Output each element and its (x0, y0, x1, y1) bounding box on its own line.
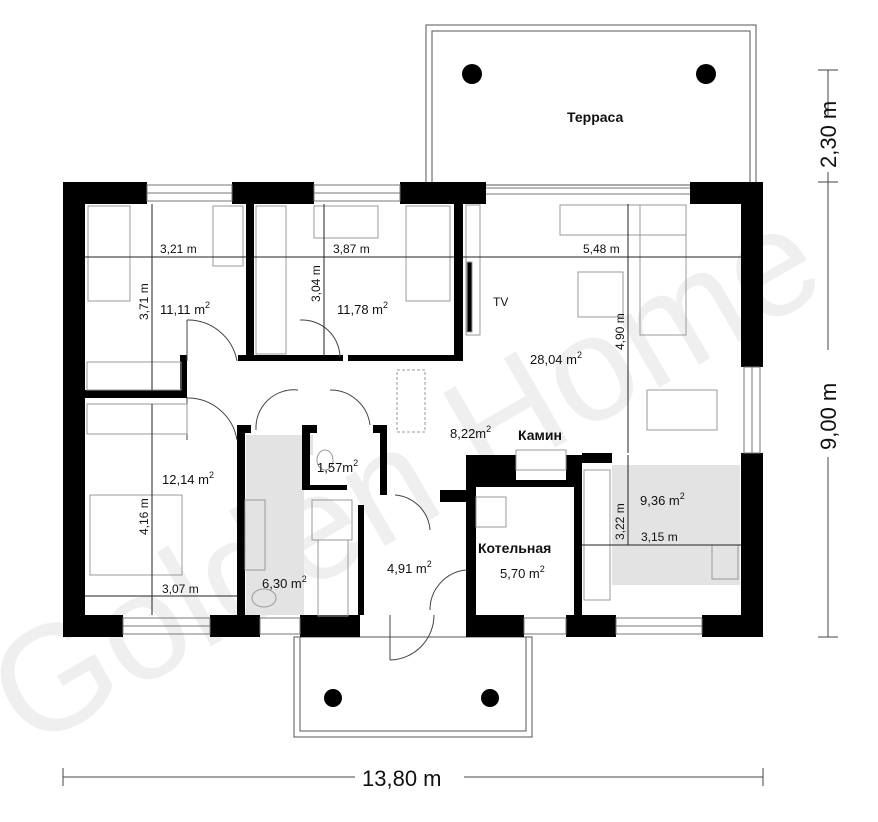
column-icon (324, 689, 342, 707)
tv-cabinet-icon (465, 204, 481, 336)
column-icon (696, 64, 716, 84)
entry-area: 4,91 m2 (387, 559, 432, 576)
desk-icon (313, 205, 379, 239)
toilet-icon (251, 588, 277, 608)
sofa-icon (639, 204, 687, 336)
vanity-icon (244, 499, 266, 571)
living-depth: 4,90 m (613, 313, 627, 350)
living-area: 28,04 m2 (530, 350, 582, 367)
kitchen-area: 9,36 m2 (640, 491, 685, 508)
fireplace-label: Камин (518, 427, 562, 443)
doors (186, 319, 467, 661)
desk-icon (212, 205, 244, 267)
boiler-area: 5,70 m2 (500, 564, 545, 581)
toilet-icon (316, 449, 334, 471)
bedroom1-width: 3,21 m (160, 242, 197, 256)
bedroom1-depth: 3,71 m (137, 283, 151, 320)
living-width: 5,48 m (583, 242, 620, 256)
counter-icon (583, 469, 611, 601)
terrace-depth: 2,30 m (816, 101, 841, 168)
bedroom3-width: 3,07 m (162, 582, 199, 596)
wardrobe-icon (255, 205, 287, 355)
bed-icon (405, 205, 451, 302)
overall-dimension-labels: 13,80 m 9,00 m 2,30 m (362, 101, 841, 791)
bedroom1-area: 11,11 m2 (160, 300, 210, 317)
boiler-name: Котельная (478, 540, 551, 556)
bedroom3-area: 12,14 m2 (162, 470, 214, 487)
walls (63, 182, 763, 637)
shower-icon (311, 499, 353, 541)
tv-label: TV (493, 295, 508, 309)
bedroom2-area: 11,78 m2 (337, 300, 388, 317)
coffee-table-icon (577, 271, 624, 318)
overall-height: 9,00 m (816, 383, 841, 450)
bed-icon (89, 494, 183, 576)
kitchen-depth: 3,22 m (613, 503, 627, 540)
tiled-floors (246, 435, 740, 615)
wardrobe-icon (86, 361, 182, 391)
boiler-icon (475, 496, 507, 528)
furniture (86, 204, 739, 617)
column-icon (481, 689, 499, 707)
dimension-lines (85, 204, 741, 615)
dining-table-icon (646, 389, 718, 431)
windows (122, 184, 761, 635)
hall-area: 8,22m2 (450, 424, 491, 441)
terrace-top (425, 24, 757, 186)
bathroom-area: 6,30 m2 (262, 574, 307, 591)
room-labels: Терраса TV Камин 3,21 m 3,71 m 11,11 m2 … (137, 109, 685, 596)
bedroom2-width: 3,87 m (333, 242, 370, 256)
overall-width: 13,80 m (362, 766, 442, 791)
terrace-label: Терраса (567, 109, 623, 125)
column-icon (462, 64, 482, 84)
fireplace-icon (515, 449, 567, 471)
bedroom3-depth: 4,16 m (137, 498, 151, 535)
wc-area: 1,57m2 (317, 458, 358, 475)
bed-icon (87, 205, 131, 302)
wardrobe-icon (86, 403, 188, 435)
entry-porch (293, 636, 533, 738)
outer-dimensions (62, 69, 838, 786)
bedroom2-depth: 3,04 m (309, 265, 323, 302)
kitchen-width: 3,15 m (641, 530, 678, 544)
